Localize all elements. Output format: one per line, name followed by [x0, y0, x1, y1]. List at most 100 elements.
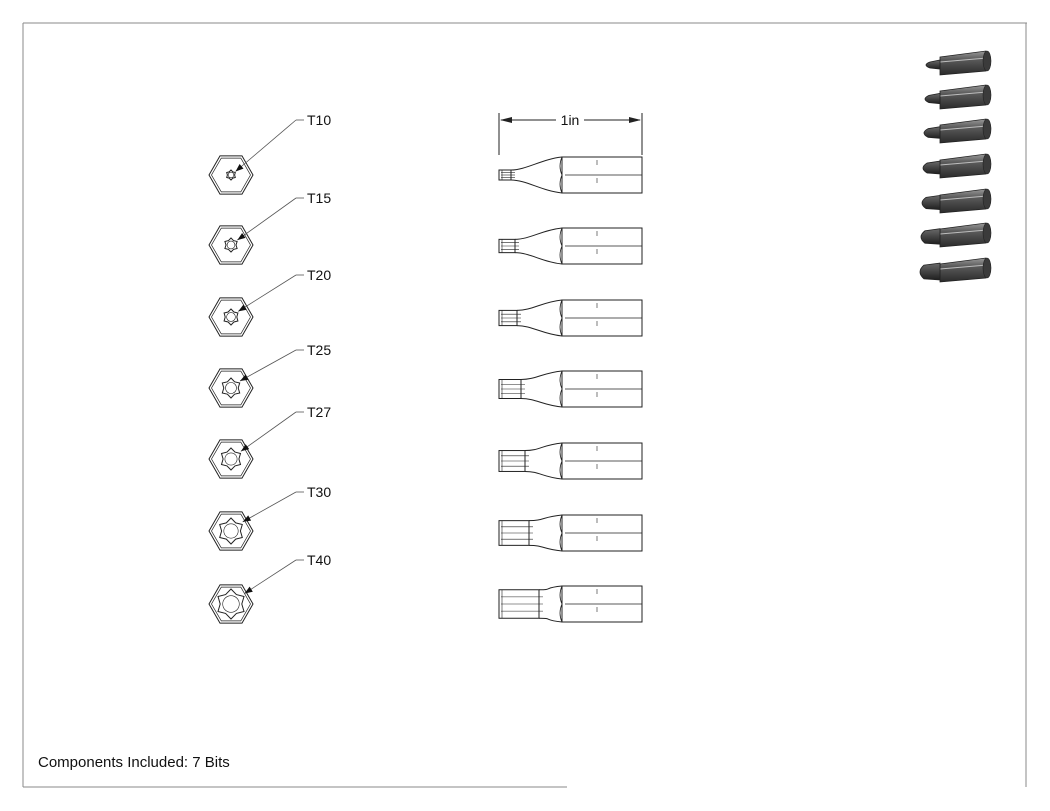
tip-face — [224, 452, 238, 466]
iso-highlight — [939, 160, 988, 166]
iso-torx-tip — [923, 126, 941, 139]
side-views — [498, 156, 643, 623]
components-included-text: Components Included: 7 Bits — [38, 754, 230, 771]
bit-size-label: T25 — [307, 342, 331, 358]
iso-torx-tip — [925, 59, 941, 70]
tip-face — [222, 595, 240, 613]
torx-tip-profile — [221, 377, 241, 399]
tip-face — [225, 382, 237, 394]
side-view-t10 — [498, 156, 643, 194]
tip-face — [227, 171, 235, 179]
dimension-1in: 1in — [498, 112, 643, 155]
iso-end-face — [982, 118, 992, 140]
bit-size-label: T15 — [307, 190, 331, 206]
torx-tip-profile — [220, 447, 242, 471]
leader-arrow — [237, 233, 246, 241]
iso-hex-body — [939, 84, 991, 110]
hex-outline — [208, 297, 254, 337]
end-view-t20: T20 — [208, 267, 331, 337]
iso-view-t20 — [923, 118, 992, 144]
iso-end-face — [982, 222, 992, 244]
bit-neck — [514, 227, 563, 265]
dimension-label: 1in — [561, 112, 580, 128]
leader-arrow — [240, 444, 250, 452]
end-view-t27: T27 — [208, 404, 331, 479]
leader-line — [242, 491, 297, 523]
iso-end-face — [982, 257, 992, 279]
bit-size-label: T10 — [307, 112, 331, 128]
isometric-views — [919, 50, 992, 283]
iso-highlight — [939, 57, 988, 63]
torx-tip-profile — [219, 517, 243, 545]
leader-arrow — [242, 515, 252, 522]
leader-line — [240, 411, 297, 452]
hex-chamfer-curve — [559, 442, 563, 480]
hex-chamfer-curve — [559, 227, 563, 265]
leader-line — [239, 349, 297, 382]
side-view-t30 — [498, 514, 643, 552]
leader-arrow — [238, 304, 247, 312]
leader-line — [244, 559, 297, 594]
hex-chamfer — [211, 157, 251, 193]
hex-chamfer-curve — [559, 370, 563, 408]
bit-neck — [520, 370, 563, 408]
leader-line — [237, 197, 297, 241]
bit-size-label: T30 — [307, 484, 331, 500]
iso-hex-body — [939, 222, 991, 248]
hex-outline — [208, 225, 254, 265]
iso-hex-body — [939, 118, 991, 144]
bit-size-label: T20 — [307, 267, 331, 283]
torx-tip-profile — [224, 237, 238, 253]
hex-chamfer — [211, 299, 251, 335]
leader-arrow — [240, 374, 249, 381]
hex-chamfer-curve — [559, 156, 563, 194]
iso-highlight — [939, 125, 988, 131]
hex-outline — [208, 439, 254, 479]
hex-chamfer — [211, 586, 251, 622]
bit-neck — [528, 514, 563, 552]
end-view-t40: T40 — [208, 552, 331, 624]
hex-outline — [208, 511, 254, 551]
iso-torx-tip — [921, 194, 941, 211]
leader-arrow — [235, 164, 244, 172]
iso-view-t25 — [922, 153, 992, 179]
side-view-t25 — [498, 370, 643, 408]
end-view-t30: T30 — [208, 484, 331, 551]
side-view-t20 — [498, 299, 643, 337]
torx-tip-profile — [217, 588, 245, 620]
iso-view-t15 — [924, 84, 992, 110]
tip-face — [223, 523, 239, 539]
end-view-t25: T25 — [208, 342, 331, 408]
bit-neck — [516, 299, 563, 337]
side-view-t40 — [498, 585, 643, 623]
iso-highlight — [939, 229, 988, 235]
bit-size-label: T27 — [307, 404, 331, 420]
hex-chamfer — [211, 441, 251, 477]
iso-view-t30 — [920, 222, 992, 248]
hex-chamfer — [211, 513, 251, 549]
iso-view-t10 — [925, 50, 992, 76]
hex-outline — [208, 155, 254, 195]
tip-face — [226, 240, 236, 250]
end-view-t15: T15 — [208, 190, 331, 265]
iso-view-t40 — [919, 257, 992, 283]
hex-chamfer-curve — [559, 585, 563, 623]
tip-face — [226, 312, 236, 322]
iso-highlight — [939, 264, 988, 270]
iso-torx-tip — [922, 160, 941, 175]
iso-torx-tip — [920, 228, 941, 245]
hex-chamfer — [211, 370, 251, 406]
iso-hex-body — [939, 188, 991, 214]
side-view-t15 — [498, 227, 643, 265]
leader-line — [235, 119, 297, 172]
bit-neck — [510, 156, 563, 194]
iso-hex-body — [939, 257, 991, 283]
iso-torx-tip — [924, 92, 941, 105]
hex-outline — [208, 584, 254, 624]
side-view-t27 — [498, 442, 643, 480]
torx-tip-profile — [226, 169, 236, 181]
bit-size-label: T40 — [307, 552, 331, 568]
iso-end-face — [982, 50, 992, 72]
leader-line — [237, 274, 297, 312]
